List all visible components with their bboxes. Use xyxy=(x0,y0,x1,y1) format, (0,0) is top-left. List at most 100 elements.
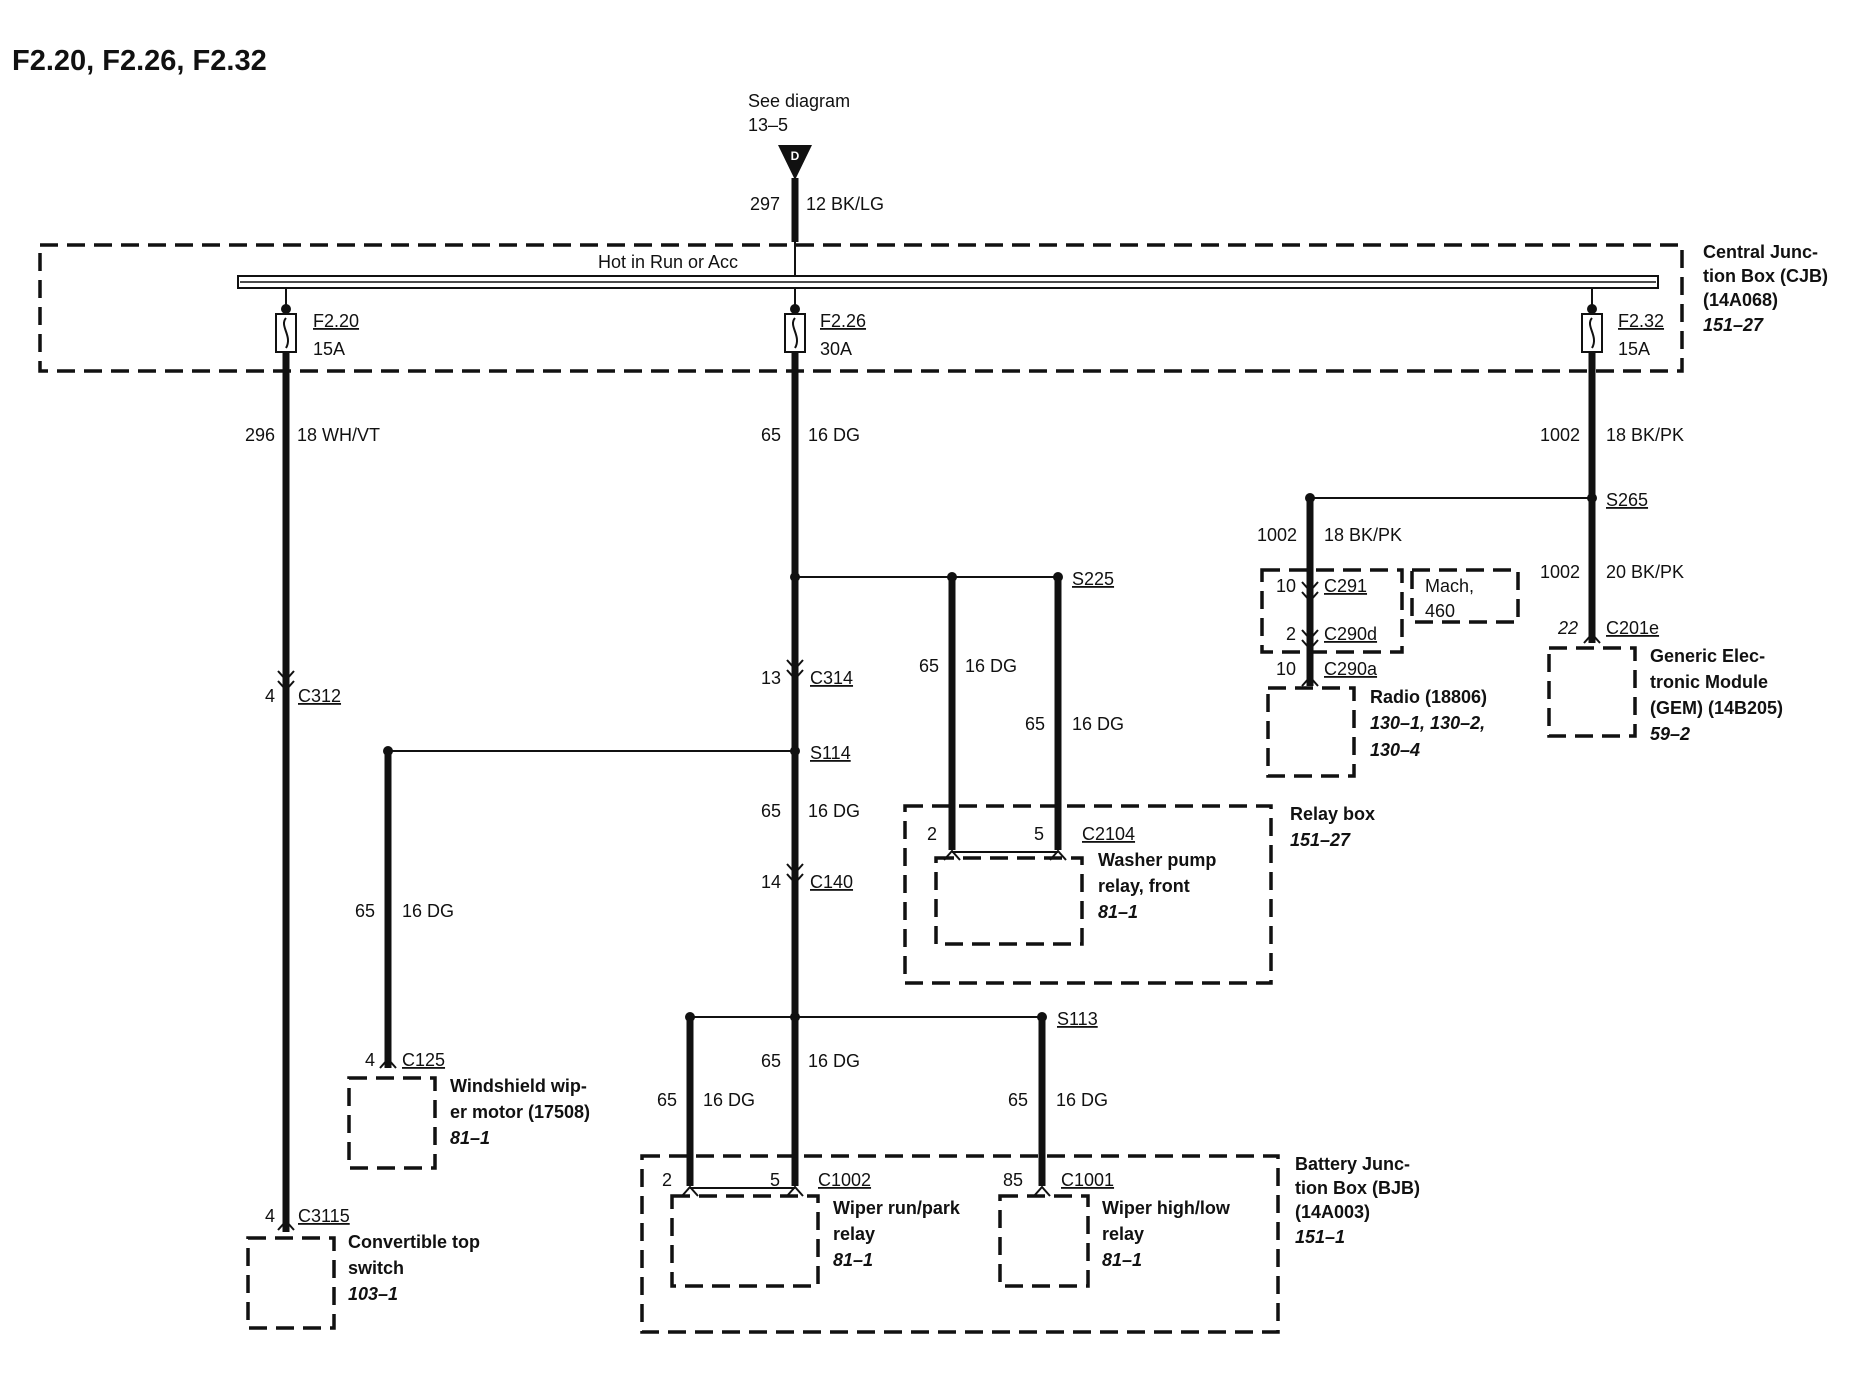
c1002-label: C1002 xyxy=(818,1170,871,1190)
wiper-high-low-relay-box xyxy=(998,1194,1090,1288)
c312-mark xyxy=(277,670,295,682)
runpark-name-2: relay xyxy=(833,1224,875,1244)
gem-name-1: Generic Elec- xyxy=(1650,646,1765,666)
gem-name-3: (GEM) (14B205) xyxy=(1650,698,1783,718)
relay-box-ref: 151–27 xyxy=(1290,830,1351,850)
radio-name: Radio (18806) xyxy=(1370,687,1487,707)
c290a-pin: 10 xyxy=(1276,659,1296,679)
wiper-motor-circuit: 65 xyxy=(355,901,375,921)
wire-1002-color: 18 BK/PK xyxy=(1606,425,1684,445)
washer-relay-ref: 81–1 xyxy=(1098,902,1138,922)
washer-wire1-circuit: 65 xyxy=(919,656,939,676)
wire-1002-circuit: 1002 xyxy=(1540,425,1580,445)
radio-feed-wire: 18 BK/PK xyxy=(1324,525,1402,545)
bjb-left-circuit: 65 xyxy=(657,1090,677,1110)
highlow-name-2: relay xyxy=(1102,1224,1144,1244)
wire-65-mid-circuit: 65 xyxy=(761,801,781,821)
c312-label: C312 xyxy=(298,686,341,706)
relay-box-name: Relay box xyxy=(1290,804,1375,824)
c3115-mark xyxy=(277,1219,295,1231)
wire-297-color: 12 BK/LG xyxy=(806,194,884,214)
c140-label: C140 xyxy=(810,872,853,892)
page-title: F2.20, F2.26, F2.32 xyxy=(12,45,267,77)
gem-name-2: tronic Module xyxy=(1650,672,1768,692)
cjb-ref: 151–27 xyxy=(1703,315,1764,335)
cjb-name-3: (14A068) xyxy=(1703,290,1778,310)
bjb-name-2: tion Box (BJB) xyxy=(1295,1178,1420,1198)
washer-wire2-circuit: 65 xyxy=(1025,714,1045,734)
cjb-name-2: tion Box (CJB) xyxy=(1703,266,1828,286)
cjb-box xyxy=(38,243,1684,373)
washer-relay-name-2: relay, front xyxy=(1098,876,1190,896)
option-line-2: 460 xyxy=(1425,601,1455,621)
connector-d-icon xyxy=(778,145,812,180)
wire-296-circuit: 296 xyxy=(245,425,275,445)
wire-296-color: 18 WH/VT xyxy=(297,425,380,445)
bjb-box xyxy=(640,1154,1280,1334)
c314-mark xyxy=(786,659,804,671)
radio-ref-2: 130–4 xyxy=(1370,740,1420,760)
c1002-pin-b: 5 xyxy=(770,1170,780,1190)
runpark-ref: 81–1 xyxy=(833,1250,873,1270)
bjb-feed-wire: 16 DG xyxy=(808,1051,860,1071)
s114-label: S114 xyxy=(810,743,851,763)
fuse-f2-32: F2.32 15A xyxy=(1581,288,1664,359)
cjb-name-1: Central Junc- xyxy=(1703,242,1818,262)
bjb-ref: 151–1 xyxy=(1295,1227,1345,1247)
windshield-wiper-motor-box xyxy=(347,1076,437,1170)
c3115-label: C3115 xyxy=(298,1206,350,1226)
highlow-name-1: Wiper high/low xyxy=(1102,1198,1231,1218)
bjb-feed-circuit: 65 xyxy=(761,1051,781,1071)
radio-ref-1: 130–1, 130–2, xyxy=(1370,713,1485,733)
s225-label: S225 xyxy=(1072,569,1114,589)
bjb-right-wire: 16 DG xyxy=(1056,1090,1108,1110)
c291-pin: 10 xyxy=(1276,576,1296,596)
washer-wire1-color: 16 DG xyxy=(965,656,1017,676)
gem-pin: 22 xyxy=(1557,618,1578,638)
c312-pin: 4 xyxy=(265,686,275,706)
c125-pin: 4 xyxy=(365,1050,375,1070)
radio-box xyxy=(1266,686,1356,778)
gem-circuit: 1002 xyxy=(1540,562,1580,582)
washer-relay-name-1: Washer pump xyxy=(1098,850,1216,870)
bjb-name-3: (14A003) xyxy=(1295,1202,1370,1222)
convertible-top-switch-1: Convertible top xyxy=(348,1232,480,1252)
see-diagram-label: See diagram xyxy=(748,91,850,111)
gem-wire: 20 BK/PK xyxy=(1606,562,1684,582)
wiper-run-park-relay-box xyxy=(670,1194,820,1288)
c290d-pin: 2 xyxy=(1286,624,1296,644)
fuse-f2-26-rating: 30A xyxy=(820,339,852,359)
c140-mark xyxy=(786,863,804,875)
washer-wire2-color: 16 DG xyxy=(1072,714,1124,734)
bjb-right-circuit: 65 xyxy=(1008,1090,1028,1110)
convertible-top-switch-2: switch xyxy=(348,1258,404,1278)
convertible-top-switch-ref: 103–1 xyxy=(348,1284,398,1304)
fuse-f2-20-rating: 15A xyxy=(313,339,345,359)
c125-label: C125 xyxy=(402,1050,445,1070)
fuse-f2-20-id: F2.20 xyxy=(313,311,359,331)
c1001-label: C1001 xyxy=(1061,1170,1114,1190)
c140-pin: 14 xyxy=(761,872,781,892)
runpark-name-1: Wiper run/park xyxy=(833,1198,961,1218)
s265-label: S265 xyxy=(1606,490,1648,510)
wiper-motor-name-1: Windshield wip- xyxy=(450,1076,587,1096)
gem-box xyxy=(1547,646,1637,738)
c314-label: C314 xyxy=(810,668,853,688)
c2104-label: C2104 xyxy=(1082,824,1135,844)
wiper-motor-name-2: er motor (17508) xyxy=(450,1102,590,1122)
highlow-ref: 81–1 xyxy=(1102,1250,1142,1270)
bjb-name-1: Battery Junc- xyxy=(1295,1154,1410,1174)
wire-65-mid-color: 16 DG xyxy=(808,801,860,821)
c3115-pin: 4 xyxy=(265,1206,275,1226)
radio-feed-circuit: 1002 xyxy=(1257,525,1297,545)
convertible-top-switch-box xyxy=(246,1236,336,1330)
connector-d-letter: D xyxy=(791,149,800,163)
c125-mark xyxy=(379,1057,397,1069)
c1001-pin: 85 xyxy=(1003,1170,1023,1190)
c291-c290d-inline-box xyxy=(1260,568,1404,654)
c2104-pin-a: 2 xyxy=(927,824,937,844)
option-line-1: Mach, xyxy=(1425,576,1474,596)
c290d-label: C290d xyxy=(1324,624,1377,644)
bjb-left-wire: 16 DG xyxy=(703,1090,755,1110)
